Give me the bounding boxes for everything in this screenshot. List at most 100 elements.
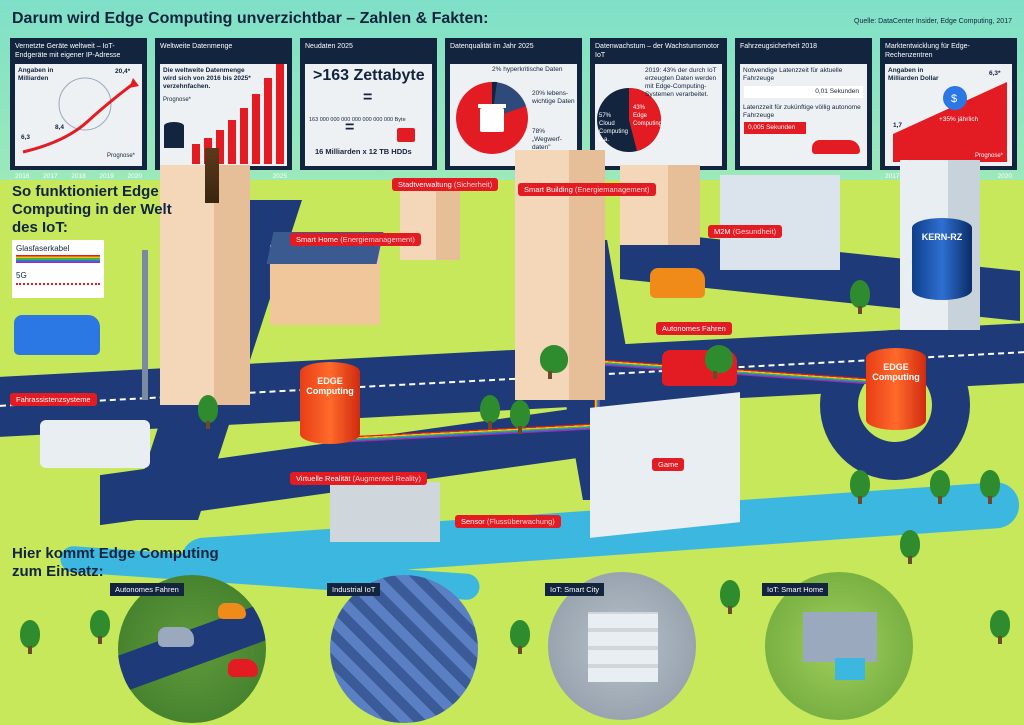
vr-house bbox=[330, 482, 440, 542]
legend: Glasfaserkabel 5G bbox=[12, 240, 104, 298]
card-title: Neudaten 2025 bbox=[305, 43, 353, 50]
legend-fiber-label: Glasfaserkabel bbox=[16, 244, 70, 253]
home-icon bbox=[803, 612, 877, 662]
year-end: 2025 bbox=[272, 173, 287, 180]
pill-main: Fahrassistenzsysteme bbox=[16, 395, 91, 404]
tree bbox=[900, 530, 920, 564]
label-driver-assist: Fahrassistenzsysteme bbox=[10, 393, 97, 406]
source-note: Quelle: DataCenter Insider, Edge Computi… bbox=[854, 18, 1012, 25]
card-text: Die weltweite Datenmenge wird sich von 2… bbox=[163, 67, 251, 90]
core-label: KERN-RZ bbox=[921, 232, 963, 242]
value-2017: 8,4 bbox=[55, 124, 65, 131]
card-title: Datenqualität im Jahr 2025 bbox=[450, 43, 534, 50]
pill-main: Sensor bbox=[461, 517, 485, 526]
pill-main: M2M bbox=[714, 227, 731, 236]
office-tower-left bbox=[160, 165, 250, 405]
pie-label-hypercritical: 2% hyperkritische Daten bbox=[492, 66, 563, 73]
card-vehicle-safety: Fahrzeugsicherheit 2018 Notwendige Laten… bbox=[735, 38, 872, 170]
card-body: >163 Zettabyte = 163 000 000 000 000 000… bbox=[305, 64, 432, 166]
car-orange bbox=[218, 603, 246, 619]
card-title: Vernetzte Geräte weltweit – IoT-Endgerät… bbox=[15, 43, 121, 59]
circle-road bbox=[118, 605, 266, 691]
card-devices: Vernetzte Geräte weltweit – IoT-Endgerät… bbox=[10, 38, 147, 180]
pill-main: Game bbox=[658, 460, 679, 469]
pill-main: Virtuelle Realität bbox=[296, 474, 351, 483]
year-axis: 2016 2017 2018 2019 2020 bbox=[15, 173, 142, 180]
pill-sub: (Flussüberwachung) bbox=[486, 517, 555, 526]
tree bbox=[510, 620, 530, 654]
pill-main: Smart Home bbox=[296, 235, 339, 244]
car-icon bbox=[812, 140, 860, 154]
label-smart-building: Smart Building (Energiemanagement) bbox=[518, 183, 656, 196]
core-data-center: KERN-RZ bbox=[912, 218, 972, 300]
tree bbox=[980, 470, 1000, 504]
unit-label: Angaben in Milliarden Dollar bbox=[888, 67, 939, 82]
tree bbox=[510, 400, 530, 434]
year-end: 2020 bbox=[997, 173, 1012, 180]
devices-line-chart bbox=[22, 77, 139, 154]
card-body: Notwendige Latenzzeit für aktuelle Fahrz… bbox=[740, 64, 867, 166]
edge-label-sub: Computing bbox=[306, 386, 354, 396]
tree bbox=[705, 345, 733, 379]
year-label: 2018 bbox=[71, 173, 86, 180]
use-cases-heading: Hier kommt Edge Computing zum Einsatz: bbox=[12, 545, 219, 580]
data-quality-pie bbox=[456, 81, 528, 154]
pie-label-disposable: 78% „Wegwerf-daten" bbox=[532, 128, 562, 151]
edge-label: EDGE bbox=[317, 376, 343, 386]
card-data-quality: Datenqualität im Jahr 2025 2% hyperkriti… bbox=[445, 38, 582, 170]
zettabyte-value: >163 Zettabyte bbox=[313, 67, 425, 84]
year-axis: 2017 2020 bbox=[885, 173, 1012, 180]
circle-label: IoT: Smart City bbox=[545, 583, 605, 596]
pill-sub: (Sicherheit) bbox=[453, 180, 493, 189]
pill-sub: (Energiemanagement) bbox=[574, 185, 650, 194]
edge-label: EDGE bbox=[883, 362, 909, 372]
edge-label-sub: Computing bbox=[872, 372, 920, 382]
pie-label-vital: 20% lebens-wichtige Daten bbox=[532, 90, 575, 105]
data-volume-bars bbox=[164, 64, 284, 164]
card-title: Marktentwicklung für Edge-Rechenzentren bbox=[885, 43, 970, 59]
iot-heading: So funktioniert Edge Computing in der We… bbox=[12, 183, 172, 236]
value-2020: 20,4* bbox=[115, 68, 131, 75]
card-title: Weltweite Datenmenge bbox=[160, 43, 233, 50]
pill-sub: (Energiemanagement) bbox=[340, 235, 415, 244]
market-area-chart: $ bbox=[893, 82, 1007, 162]
card-data-growth: Datenwachstum – der Wachstumsmotor IoT 2… bbox=[590, 38, 727, 170]
circle-smart-home bbox=[765, 572, 913, 720]
label-city-admin: Stadtverwaltung (Sicherheit) bbox=[392, 178, 499, 191]
circle-label: Industrial IoT bbox=[327, 583, 381, 596]
pill-main: Autonomes Fahren bbox=[662, 324, 726, 333]
circle-label: Autonomes Fahren bbox=[110, 583, 184, 596]
car-grey bbox=[158, 627, 194, 647]
card-market: Marktentwicklung für Edge-Rechenzentren … bbox=[880, 38, 1017, 180]
label-virtual-reality: Virtuelle Realität (Augmented Reality) bbox=[290, 472, 427, 485]
car-orange bbox=[650, 268, 705, 298]
tower-bg-right bbox=[620, 165, 700, 245]
byte-value: 163 000 000 000 000 000 000 000 Byte bbox=[309, 117, 406, 123]
equals-sign: = bbox=[363, 89, 373, 106]
card-body: $ Angaben in Milliarden Dollar 1,7 6,3* … bbox=[885, 64, 1012, 166]
latency-value-current: 0,01 Sekunden bbox=[744, 86, 863, 98]
m2m-clinic bbox=[720, 175, 840, 270]
label-autonomous-driving: Autonomes Fahren bbox=[656, 322, 732, 335]
edge-computing-node-1: EDGE Computing bbox=[300, 362, 360, 444]
label-smart-home: Smart Home (Energiemanagement) bbox=[290, 233, 421, 246]
pie-label-edge: 43% Edge Computing bbox=[633, 105, 663, 127]
van bbox=[40, 420, 150, 468]
card-body: 2% hyperkritische Daten 20% lebens-wicht… bbox=[450, 64, 577, 166]
year-label: 2016 bbox=[15, 173, 30, 180]
legend-5g-label: 5G bbox=[16, 271, 27, 280]
circle-smart-city bbox=[548, 572, 696, 720]
legend-fiber-swatch bbox=[16, 255, 100, 263]
circle-industrial-iot bbox=[330, 575, 478, 723]
year-label: 2017 bbox=[43, 173, 58, 180]
circle-label: IoT: Smart Home bbox=[762, 583, 829, 596]
year-start: 2017 bbox=[885, 173, 900, 180]
latency-value-future: 0,005 Sekunden bbox=[744, 122, 806, 134]
tree bbox=[850, 470, 870, 504]
pool bbox=[835, 658, 865, 680]
pill-main: Stadtverwaltung bbox=[398, 180, 452, 189]
tree bbox=[480, 395, 500, 429]
latency-label-future: Latenzzeit für zukünftige völlig autonom… bbox=[743, 104, 861, 119]
data-growth-pie bbox=[597, 87, 662, 152]
year-label: 2020 bbox=[127, 173, 142, 180]
